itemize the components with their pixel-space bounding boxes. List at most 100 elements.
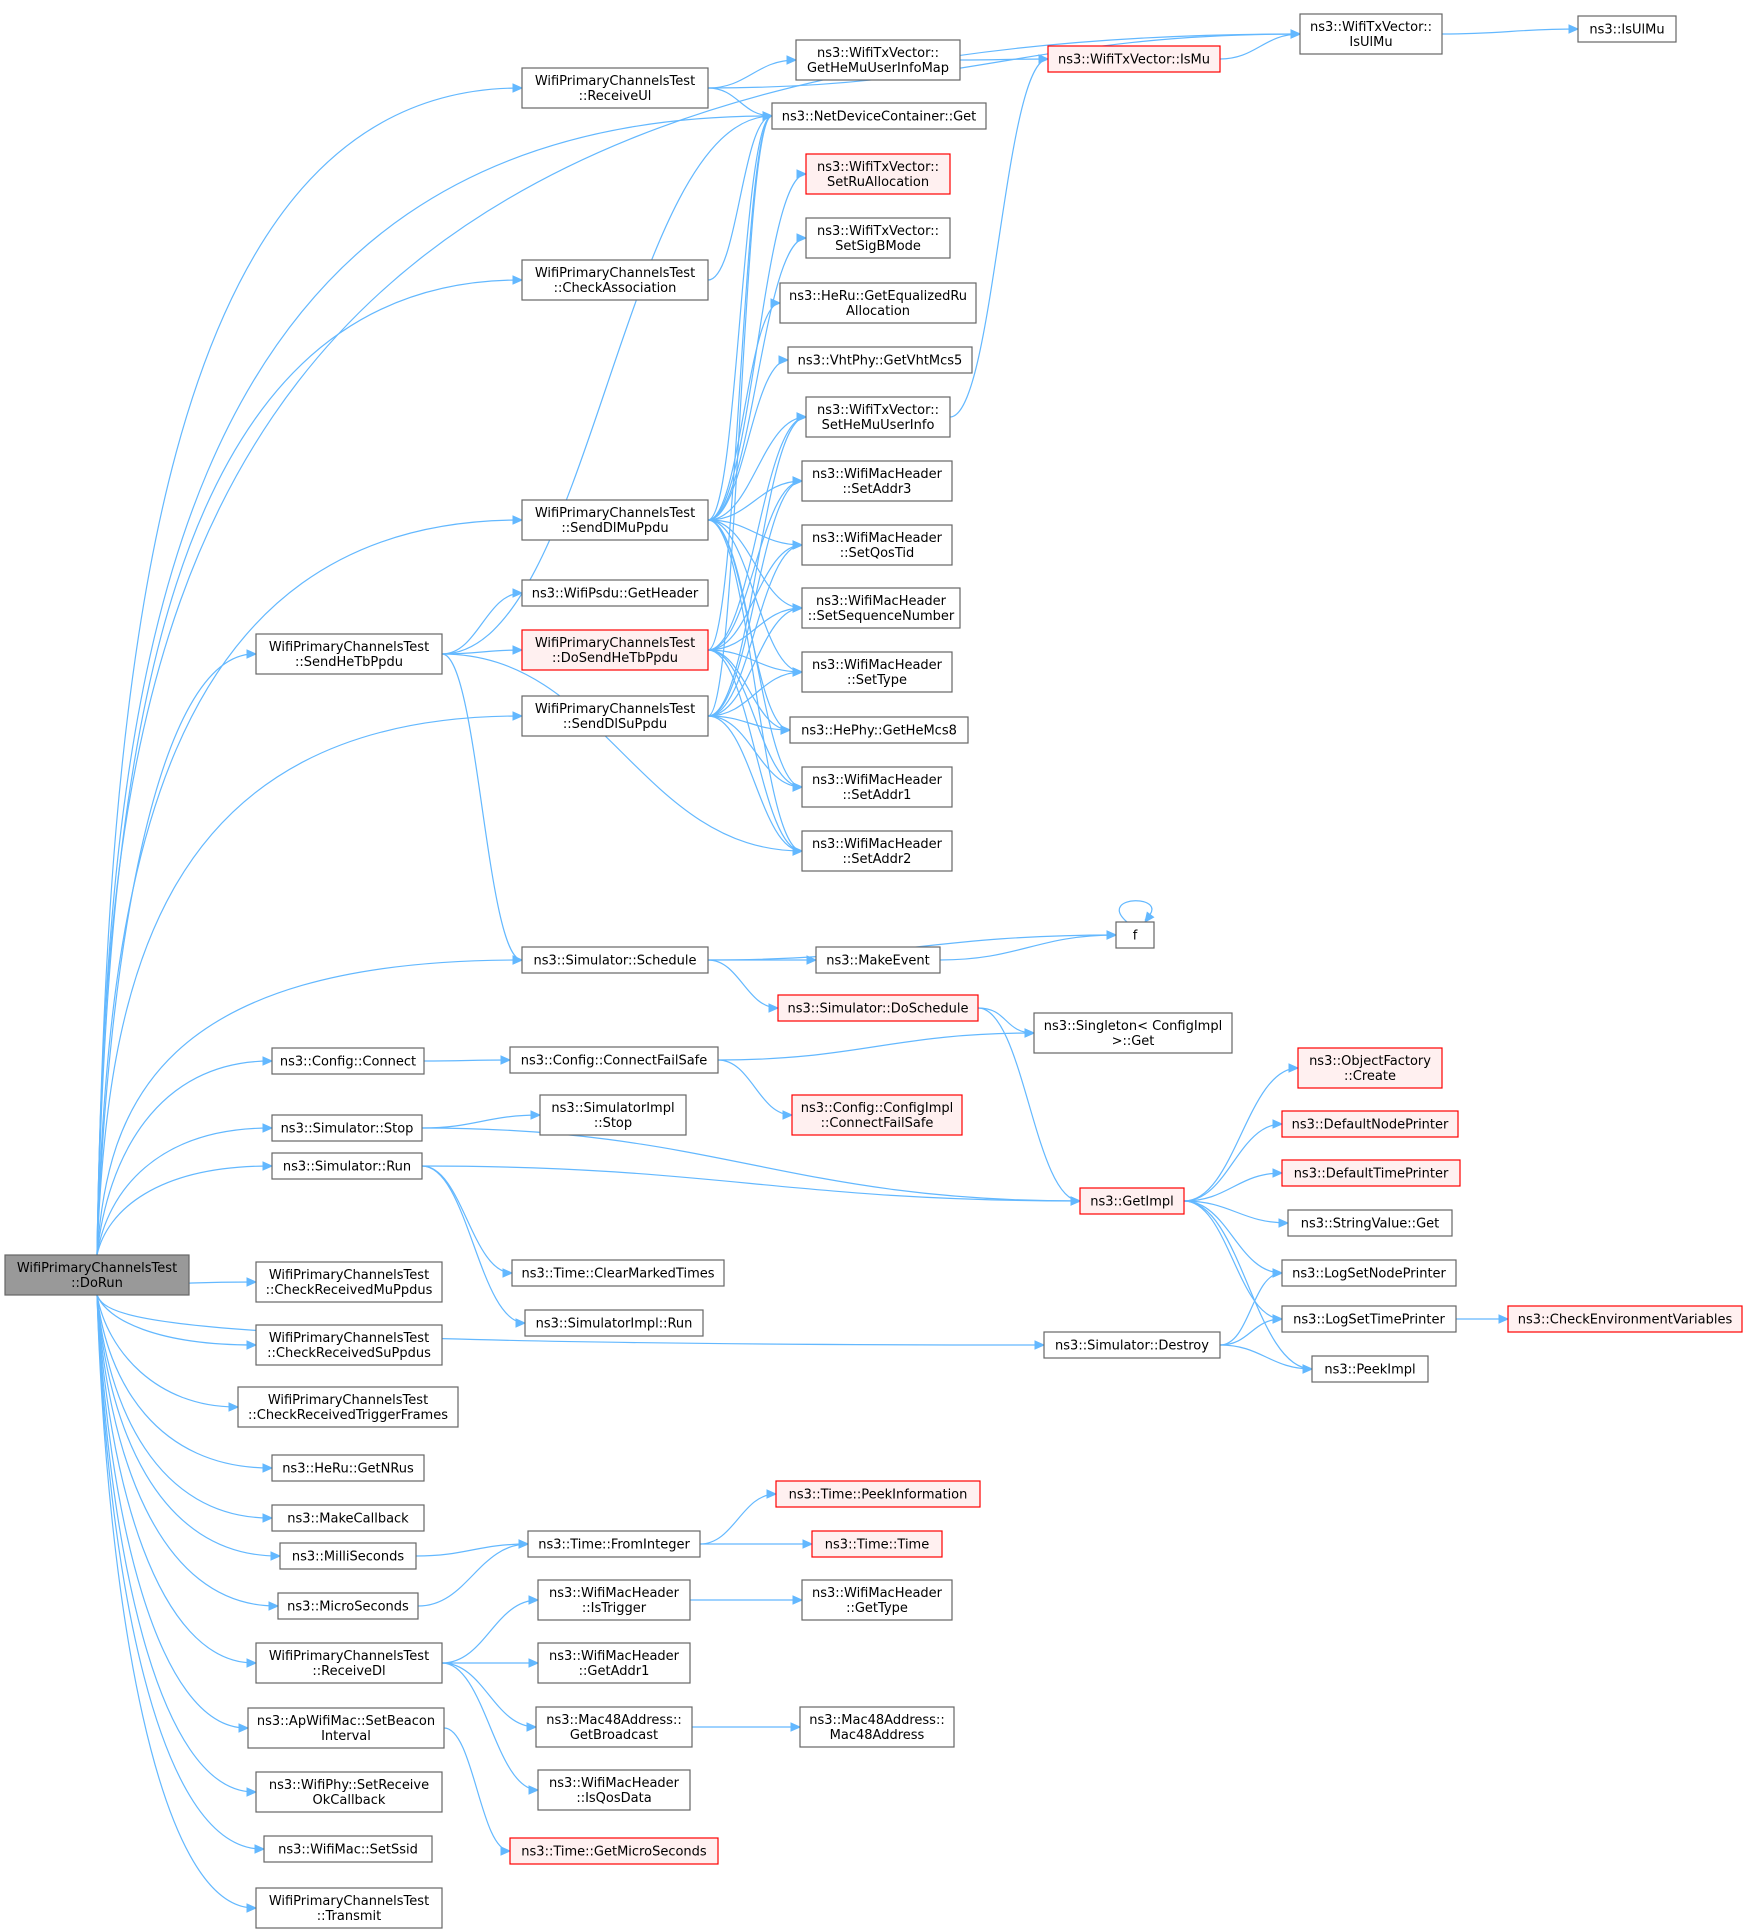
node-checkAssociation[interactable]: WifiPrimaryChannelsTest::CheckAssociatio… xyxy=(521,259,709,301)
node-isMu[interactable]: ns3::WifiTxVector::IsMu xyxy=(1047,45,1221,73)
node-getHeMuUserInfoMap[interactable]: ns3::WifiTxVector::GetHeMuUserInfoMap xyxy=(795,39,961,81)
node-simImplStop[interactable]: ns3::SimulatorImpl::Stop xyxy=(539,1094,687,1136)
node-setQosTid[interactable]: ns3::WifiMacHeader::SetQosTid xyxy=(801,524,953,566)
node-setSsid[interactable]: ns3::WifiMac::SetSsid xyxy=(263,1835,433,1863)
node-box xyxy=(279,1542,417,1570)
node-doRun[interactable]: WifiPrimaryChannelsTest::DoRun xyxy=(4,1254,190,1296)
edge-line xyxy=(1183,1200,1283,1320)
edge-doRun-to-simStop xyxy=(96,1123,274,1256)
node-macGetType[interactable]: ns3::WifiMacHeader::GetType xyxy=(801,1579,953,1621)
node-peekImpl[interactable]: ns3::PeekImpl xyxy=(1311,1355,1429,1383)
edge-doRun-to-getNRus xyxy=(96,1294,274,1473)
node-setHeMuUserInfo[interactable]: ns3::WifiTxVector::SetHeMuUserInfo xyxy=(805,396,951,438)
node-sendHeTbPpdu[interactable]: WifiPrimaryChannelsTest::SendHeTbPpdu xyxy=(255,633,443,675)
arrowhead xyxy=(792,782,804,792)
node-configConnect[interactable]: ns3::Config::Connect xyxy=(271,1047,425,1075)
node-receiveDl[interactable]: WifiPrimaryChannelsTest::ReceiveDl xyxy=(255,1642,443,1684)
node-microSeconds[interactable]: ns3::MicroSeconds xyxy=(277,1592,419,1620)
node-psduGetHeader[interactable]: ns3::WifiPsdu::GetHeader xyxy=(521,579,709,607)
node-setAddr2[interactable]: ns3::WifiMacHeader::SetAddr2 xyxy=(801,830,953,872)
node-isTrigger[interactable]: ns3::WifiMacHeader::IsTrigger xyxy=(537,1579,691,1621)
node-simRun[interactable]: ns3::Simulator::Run xyxy=(271,1152,423,1180)
node-peekInformation[interactable]: ns3::Time::PeekInformation xyxy=(775,1480,981,1508)
node-box xyxy=(535,1706,693,1748)
node-logSetTimePrinter[interactable]: ns3::LogSetTimePrinter xyxy=(1281,1305,1457,1333)
node-objFactoryCreate[interactable]: ns3::ObjectFactory::Create xyxy=(1297,1047,1443,1089)
edge-isTrigger-to-macGetType xyxy=(690,1595,804,1605)
node-doSendHeTbPpdu[interactable]: WifiPrimaryChannelsTest::DoSendHeTbPpdu xyxy=(521,629,709,671)
edge-sendDlMuPpdu-to-getEqualizedRu xyxy=(707,298,782,521)
node-setAddr3[interactable]: ns3::WifiMacHeader::SetAddr3 xyxy=(801,460,953,502)
node-setType[interactable]: ns3::WifiMacHeader::SetType xyxy=(801,651,953,693)
node-milliSeconds[interactable]: ns3::MilliSeconds xyxy=(279,1542,417,1570)
arrowhead xyxy=(780,725,792,735)
edge-doRun-to-checkRecvSu xyxy=(96,1294,258,1350)
node-label: ::CheckReceivedMuPpdus xyxy=(266,1283,433,1298)
node-timeTime[interactable]: ns3::Time::Time xyxy=(811,1530,943,1558)
node-f[interactable]: f xyxy=(1115,921,1155,949)
node-defaultNodePrinter[interactable]: ns3::DefaultNodePrinter xyxy=(1281,1110,1459,1138)
node-label: WifiPrimaryChannelsTest xyxy=(268,1393,428,1408)
edge-receiveUl-to-getHeMuUserInfoMap xyxy=(707,55,798,89)
edge-line xyxy=(96,1294,255,1664)
node-box xyxy=(521,67,709,109)
node-getBroadcast[interactable]: ns3::Mac48Address::GetBroadcast xyxy=(535,1706,693,1748)
node-label: ns3::GetImpl xyxy=(1090,1195,1174,1210)
node-checkRecvMu[interactable]: WifiPrimaryChannelsTest::CheckReceivedMu… xyxy=(255,1261,443,1303)
node-setRuAllocation[interactable]: ns3::WifiTxVector::SetRuAllocation xyxy=(805,153,951,195)
node-checkRecvSu[interactable]: WifiPrimaryChannelsTest::CheckReceivedSu… xyxy=(255,1324,443,1366)
node-box xyxy=(795,39,961,81)
node-isUlMu[interactable]: ns3::IsUlMu xyxy=(1577,15,1677,43)
edge-line xyxy=(1219,1344,1313,1370)
node-ndcGet[interactable]: ns3::NetDeviceContainer::Get xyxy=(771,102,987,130)
node-sendDlSuPpdu[interactable]: WifiPrimaryChannelsTest::SendDlSuPpdu xyxy=(521,695,709,737)
node-getVhtMcs5[interactable]: ns3::VhtPhy::GetVhtMcs5 xyxy=(787,346,973,374)
node-box xyxy=(271,1152,423,1180)
node-sendDlMuPpdu[interactable]: WifiPrimaryChannelsTest::SendDlMuPpdu xyxy=(521,499,709,541)
node-label: ns3::WifiMacHeader xyxy=(549,1776,680,1791)
node-box xyxy=(521,579,709,607)
edge-line xyxy=(421,1127,1081,1202)
edge-sendDlSuPpdu-to-setAddr3 xyxy=(707,476,804,717)
edge-sendDlMuPpdu-to-getVhtMcs5 xyxy=(707,355,790,521)
node-label: ns3::CheckEnvironmentVariables xyxy=(1518,1313,1733,1328)
node-receiveUl[interactable]: WifiPrimaryChannelsTest::ReceiveUl xyxy=(521,67,709,109)
node-getImpl[interactable]: ns3::GetImpl xyxy=(1079,1187,1185,1215)
edge-line xyxy=(707,416,807,651)
node-isQosData[interactable]: ns3::WifiMacHeader::IsQosData xyxy=(537,1769,691,1811)
node-schedule[interactable]: ns3::Simulator::Schedule xyxy=(521,946,709,974)
node-checkRecvTrig[interactable]: WifiPrimaryChannelsTest::CheckReceivedTr… xyxy=(237,1386,459,1428)
node-checkEnvVars[interactable]: ns3::CheckEnvironmentVariables xyxy=(1507,1305,1743,1333)
node-simDestroy[interactable]: ns3::Simulator::Destroy xyxy=(1043,1331,1221,1359)
node-mac48Address[interactable]: ns3::Mac48Address::Mac48Address xyxy=(799,1706,955,1748)
node-setSigBMode[interactable]: ns3::WifiTxVector::SetSigBMode xyxy=(805,217,951,259)
node-getMicroSeconds[interactable]: ns3::Time::GetMicroSeconds xyxy=(509,1837,719,1865)
node-configImplCFS[interactable]: ns3::Config::ConfigImpl::ConnectFailSafe xyxy=(791,1094,963,1136)
node-doSchedule[interactable]: ns3::Simulator::DoSchedule xyxy=(777,994,979,1022)
node-fromInteger[interactable]: ns3::Time::FromInteger xyxy=(527,1530,701,1558)
node-getHeMcs8[interactable]: ns3::HePhy::GetHeMcs8 xyxy=(789,716,969,744)
node-simStop[interactable]: ns3::Simulator::Stop xyxy=(271,1114,423,1142)
node-clearMarkedTimes[interactable]: ns3::Time::ClearMarkedTimes xyxy=(511,1259,725,1287)
node-label: ns3::Time::FromInteger xyxy=(538,1538,690,1553)
edge-doRun-to-checkRecvTrig xyxy=(96,1294,240,1412)
node-connectFailSafe[interactable]: ns3::Config::ConnectFailSafe xyxy=(509,1046,719,1074)
node-defaultTimePrinter[interactable]: ns3::DefaultTimePrinter xyxy=(1281,1159,1461,1187)
node-isUlMuVec[interactable]: ns3::WifiTxVector::IsUlMu xyxy=(1299,13,1443,55)
node-setAddr1[interactable]: ns3::WifiMacHeader::SetAddr1 xyxy=(801,766,953,808)
node-simImplRun[interactable]: ns3::SimulatorImpl::Run xyxy=(524,1309,704,1337)
node-logSetNodePrinter[interactable]: ns3::LogSetNodePrinter xyxy=(1281,1259,1457,1287)
edge-doRun-to-microSeconds xyxy=(96,1294,280,1611)
node-transmit[interactable]: WifiPrimaryChannelsTest::Transmit xyxy=(255,1887,443,1929)
node-getAddr1[interactable]: ns3::WifiMacHeader::GetAddr1 xyxy=(537,1642,691,1684)
node-stringValueGet[interactable]: ns3::StringValue::Get xyxy=(1287,1209,1453,1237)
node-singletonGet[interactable]: ns3::Singleton< ConfigImpl >::Get xyxy=(1033,1012,1233,1054)
node-makeCallback[interactable]: ns3::MakeCallback xyxy=(271,1504,425,1532)
node-label: Allocation xyxy=(846,304,910,319)
node-setSeqNum[interactable]: ns3::WifiMacHeader::SetSequenceNumber xyxy=(801,587,961,629)
node-getNRus[interactable]: ns3::HeRu::GetNRus xyxy=(271,1454,425,1482)
node-makeEvent[interactable]: ns3::MakeEvent xyxy=(815,946,941,974)
